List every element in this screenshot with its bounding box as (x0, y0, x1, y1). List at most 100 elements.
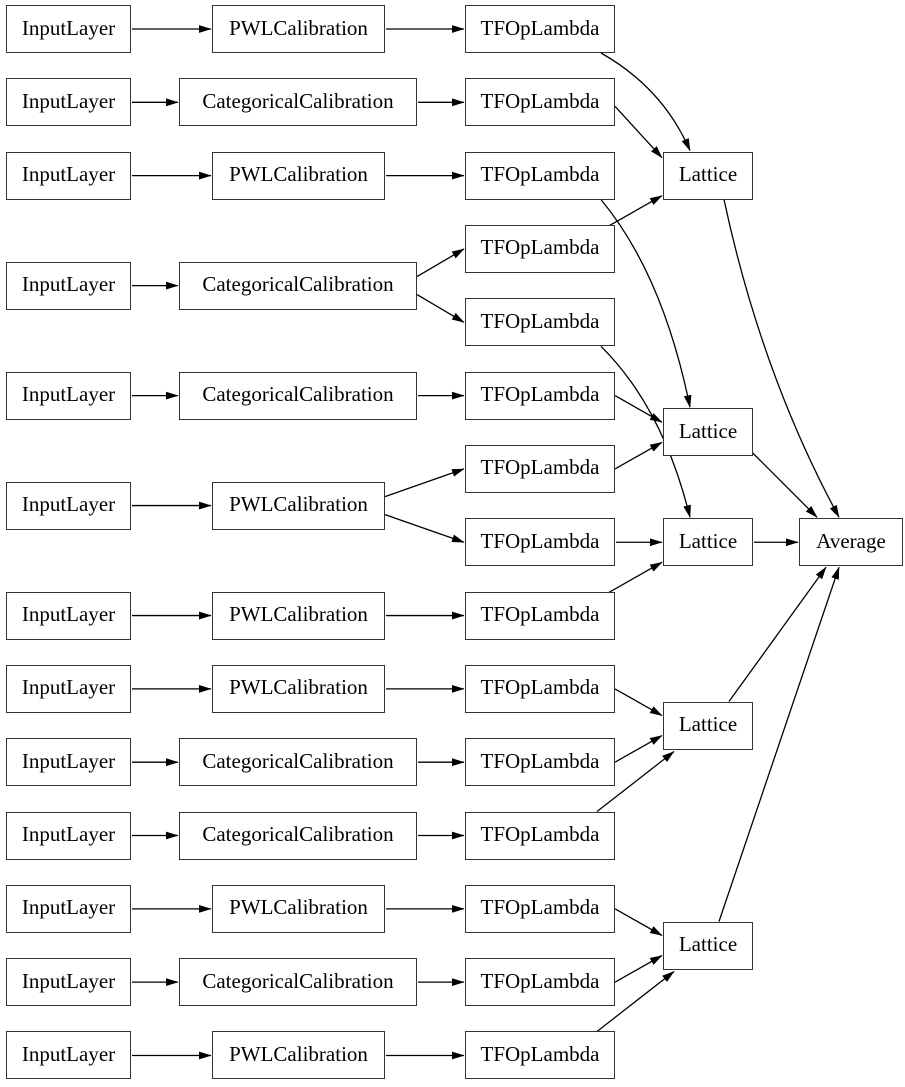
node-tfoplambda-tf11: TFOpLambda (465, 738, 615, 787)
node-label: TFOpLambda (480, 675, 600, 700)
edge-tf4-to-lat1 (606, 195, 663, 228)
node-label: CategoricalCalibration (202, 88, 394, 113)
node-inputlayer-il1: InputLayer (6, 5, 131, 53)
node-tfoplambda-tf3: TFOpLambda (465, 151, 615, 200)
node-label: Lattice (678, 528, 738, 553)
node-tfoplambda-tf5: TFOpLambda (465, 298, 615, 347)
node-lattice-lat3: Lattice (663, 518, 753, 567)
node-label: TFOpLambda (480, 15, 600, 40)
node-categoricalcalibration-cal2: CategoricalCalibration (179, 78, 417, 127)
node-label: InputLayer (21, 15, 116, 40)
node-categoricalcalibration-cal4: CategoricalCalibration (179, 261, 417, 310)
node-tfoplambda-tf9: TFOpLambda (465, 591, 615, 640)
node-inputlayer-il12: InputLayer (6, 958, 131, 1007)
node-inputlayer-il6: InputLayer (6, 481, 131, 530)
edge-tf1-to-lat1 (600, 52, 691, 152)
node-label: PWLCalibration (229, 492, 368, 517)
node-inputlayer-il10: InputLayer (6, 811, 131, 860)
node-label: InputLayer (21, 968, 116, 993)
node-label: TFOpLambda (480, 308, 600, 333)
node-inputlayer-il4: InputLayer (6, 261, 131, 310)
node-label: TFOpLambda (480, 235, 600, 260)
node-inputlayer-il2: InputLayer (6, 78, 131, 127)
node-label: Lattice (678, 418, 738, 443)
edge-lat4-to-avg (728, 566, 827, 702)
node-average-avg: Average (799, 518, 903, 567)
edge-cal4-to-tf5 (416, 294, 465, 323)
node-pwlcalibration-cal13: PWLCalibration (212, 1031, 385, 1080)
node-label: CategoricalCalibration (202, 272, 394, 297)
node-categoricalcalibration-cal5: CategoricalCalibration (179, 371, 417, 420)
node-pwlcalibration-cal8: PWLCalibration (212, 664, 385, 713)
node-lattice-lat1: Lattice (663, 151, 753, 200)
edge-cal4-to-tf4 (416, 248, 465, 278)
edge-tf5-to-lat3 (600, 345, 691, 518)
node-label: TFOpLambda (480, 162, 600, 187)
node-categoricalcalibration-cal10: CategoricalCalibration (179, 811, 417, 860)
node-label: TFOpLambda (480, 528, 600, 553)
node-pwlcalibration-cal11: PWLCalibration (212, 884, 385, 933)
node-tfoplambda-tf13: TFOpLambda (465, 884, 615, 933)
edge-lat1-to-avg (723, 199, 840, 518)
node-tfoplambda-tf10: TFOpLambda (465, 664, 615, 713)
node-inputlayer-il8: InputLayer (6, 664, 131, 713)
node-label: PWLCalibration (229, 602, 368, 627)
node-tfoplambda-tf14: TFOpLambda (465, 958, 615, 1007)
edge-tf6-to-lat2 (614, 395, 663, 423)
edge-cal6-to-tf7 (384, 468, 465, 498)
node-tfoplambda-tf1: TFOpLambda (465, 5, 615, 53)
edge-cal6-to-tf8 (384, 513, 465, 543)
node-label: Average (816, 528, 886, 553)
edge-tf2-to-lat1 (614, 105, 663, 159)
node-label: InputLayer (21, 382, 116, 407)
node-tfoplambda-tf15: TFOpLambda (465, 1031, 615, 1080)
node-label: TFOpLambda (480, 88, 600, 113)
edge-tf3-to-lat2 (600, 199, 692, 408)
edge-lat5-to-avg (718, 566, 840, 922)
node-inputlayer-il13: InputLayer (6, 1031, 131, 1080)
node-label: TFOpLambda (480, 968, 600, 993)
node-label: TFOpLambda (480, 455, 600, 480)
node-label: InputLayer (21, 895, 116, 920)
node-pwlcalibration-cal3: PWLCalibration (212, 151, 385, 200)
node-inputlayer-il11: InputLayer (6, 884, 131, 933)
node-label: Lattice (678, 712, 738, 737)
node-label: InputLayer (21, 602, 116, 627)
node-label: TFOpLambda (480, 748, 600, 773)
node-label: PWLCalibration (229, 895, 368, 920)
node-label: InputLayer (21, 675, 116, 700)
edge-tf9-to-lat3 (606, 561, 663, 595)
node-label: TFOpLambda (480, 895, 600, 920)
node-tfoplambda-tf7: TFOpLambda (465, 444, 615, 493)
node-label: TFOpLambda (480, 602, 600, 627)
edge-tf13-to-lat5 (614, 908, 663, 937)
node-inputlayer-il7: InputLayer (6, 591, 131, 640)
node-lattice-lat4: Lattice (663, 701, 753, 750)
edge-tf7-to-lat2 (614, 441, 663, 470)
edge-tf10-to-lat4 (614, 688, 663, 717)
node-inputlayer-il3: InputLayer (6, 151, 131, 200)
node-label: InputLayer (21, 162, 116, 187)
node-tfoplambda-tf6: TFOpLambda (465, 371, 615, 420)
node-label: Lattice (678, 162, 738, 187)
node-label: PWLCalibration (229, 675, 368, 700)
node-pwlcalibration-cal1: PWLCalibration (212, 5, 385, 53)
node-label: CategoricalCalibration (202, 822, 394, 847)
node-label: PWLCalibration (229, 15, 368, 40)
node-label: Lattice (678, 932, 738, 956)
node-label: InputLayer (21, 748, 116, 773)
node-label: CategoricalCalibration (202, 748, 394, 773)
node-tfoplambda-tf4: TFOpLambda (465, 224, 615, 273)
node-categoricalcalibration-cal12: CategoricalCalibration (179, 958, 417, 1007)
node-label: InputLayer (21, 272, 116, 297)
node-label: CategoricalCalibration (202, 968, 394, 993)
edge-tf11-to-lat4 (614, 734, 663, 763)
node-tfoplambda-tf8: TFOpLambda (465, 518, 615, 567)
edge-lat2-to-avg (750, 450, 818, 518)
edge-tf14-to-lat5 (614, 954, 663, 983)
node-pwlcalibration-cal6: PWLCalibration (212, 481, 385, 530)
node-pwlcalibration-cal7: PWLCalibration (212, 591, 385, 640)
node-label: InputLayer (21, 88, 116, 113)
node-tfoplambda-tf2: TFOpLambda (465, 78, 615, 127)
